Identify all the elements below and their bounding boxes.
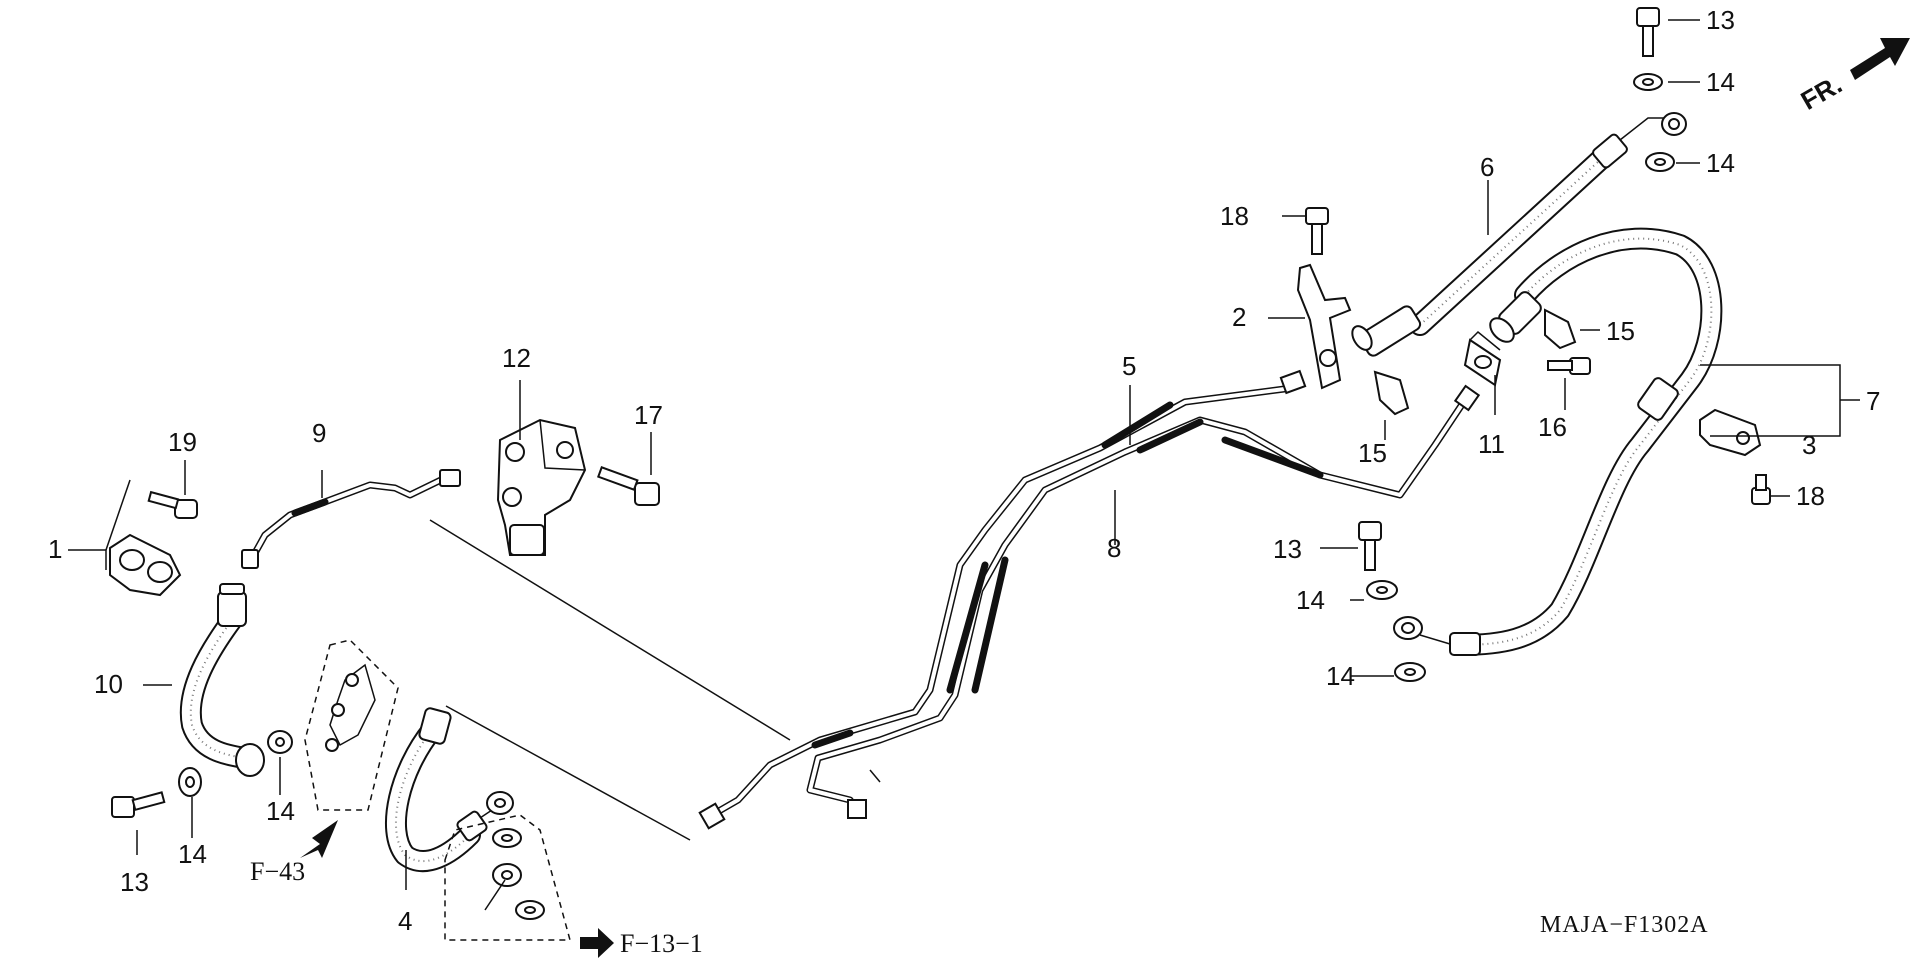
bolt-18-right bbox=[1751, 474, 1771, 505]
callout-3: 3 bbox=[1802, 430, 1816, 460]
callout-14-a: 14 bbox=[1706, 67, 1735, 97]
callout-14-e: 14 bbox=[178, 839, 207, 869]
callout-6: 6 bbox=[1480, 152, 1494, 182]
callout-12: 12 bbox=[502, 343, 531, 373]
callout-14-d: 14 bbox=[1326, 661, 1355, 691]
brake-hose-7 bbox=[1393, 227, 1723, 656]
detail-box-f13-1 bbox=[444, 814, 571, 941]
brake-hose-6 bbox=[1351, 112, 1687, 357]
callout-11: 11 bbox=[1478, 429, 1505, 459]
callout-5: 5 bbox=[1122, 351, 1136, 381]
callout-17: 17 bbox=[634, 400, 663, 430]
bolt-17 bbox=[597, 466, 660, 506]
bolt-19 bbox=[147, 490, 198, 519]
arrow-f43-icon bbox=[300, 820, 338, 858]
pipe-sleeves bbox=[811, 401, 1324, 749]
callout-10: 10 bbox=[94, 669, 123, 699]
callout-13-left: 13 bbox=[120, 867, 149, 897]
reference-f43: F−43 bbox=[250, 857, 305, 886]
reference-f13-1: F−13−1 bbox=[620, 929, 703, 958]
front-label: FR. bbox=[1796, 69, 1847, 116]
front-arrow-icon bbox=[1850, 38, 1910, 80]
callout-14-b: 14 bbox=[1706, 148, 1735, 178]
callout-9: 9 bbox=[312, 418, 326, 448]
washers-14 bbox=[178, 73, 1675, 797]
callout-15-lower: 15 bbox=[1358, 438, 1387, 468]
leader-lines bbox=[68, 19, 1860, 890]
clip-15-lower bbox=[1373, 370, 1410, 416]
callout-2: 2 bbox=[1232, 302, 1246, 332]
bolt-13-mid bbox=[1358, 521, 1382, 571]
callout-15-upper: 15 bbox=[1606, 316, 1635, 346]
callout-18-upper: 18 bbox=[1220, 201, 1249, 231]
part-code: MAJA−F1302A bbox=[1540, 912, 1709, 938]
brake-pipe-8 bbox=[806, 396, 1469, 816]
clamp-1 bbox=[109, 533, 182, 597]
bolt-13-top bbox=[1636, 7, 1660, 57]
brake-hose-10 bbox=[179, 583, 265, 777]
arrow-f13-1-icon bbox=[580, 928, 614, 958]
callout-7: 7 bbox=[1866, 386, 1880, 416]
callout-14-f: 14 bbox=[266, 796, 295, 826]
bolt-13-left bbox=[111, 791, 166, 818]
callout-8: 8 bbox=[1107, 533, 1121, 563]
bracket-2 bbox=[1296, 263, 1352, 390]
proportioning-valve-12 bbox=[496, 418, 587, 556]
clip-15-upper bbox=[1544, 308, 1577, 350]
callout-4: 4 bbox=[398, 906, 412, 936]
bolt-18-upper bbox=[1305, 207, 1329, 255]
brake-pipe-5 bbox=[708, 384, 1296, 819]
callout-18-right: 18 bbox=[1796, 481, 1825, 511]
callout-19: 19 bbox=[168, 427, 197, 457]
callout-13-mid: 13 bbox=[1273, 534, 1302, 564]
pipe-fittings bbox=[698, 369, 1481, 830]
callout-13-top: 13 bbox=[1706, 5, 1735, 35]
clamp-3 bbox=[1699, 408, 1762, 457]
bolt-16 bbox=[1547, 357, 1591, 375]
brake-hose-4 bbox=[384, 707, 514, 873]
callout-1: 1 bbox=[48, 534, 62, 564]
brake-pipe-9 bbox=[241, 469, 461, 569]
bracket-11 bbox=[1463, 330, 1502, 387]
callout-16: 16 bbox=[1538, 412, 1567, 442]
detail-box-f43 bbox=[304, 639, 399, 811]
callout-14-c: 14 bbox=[1296, 585, 1325, 615]
